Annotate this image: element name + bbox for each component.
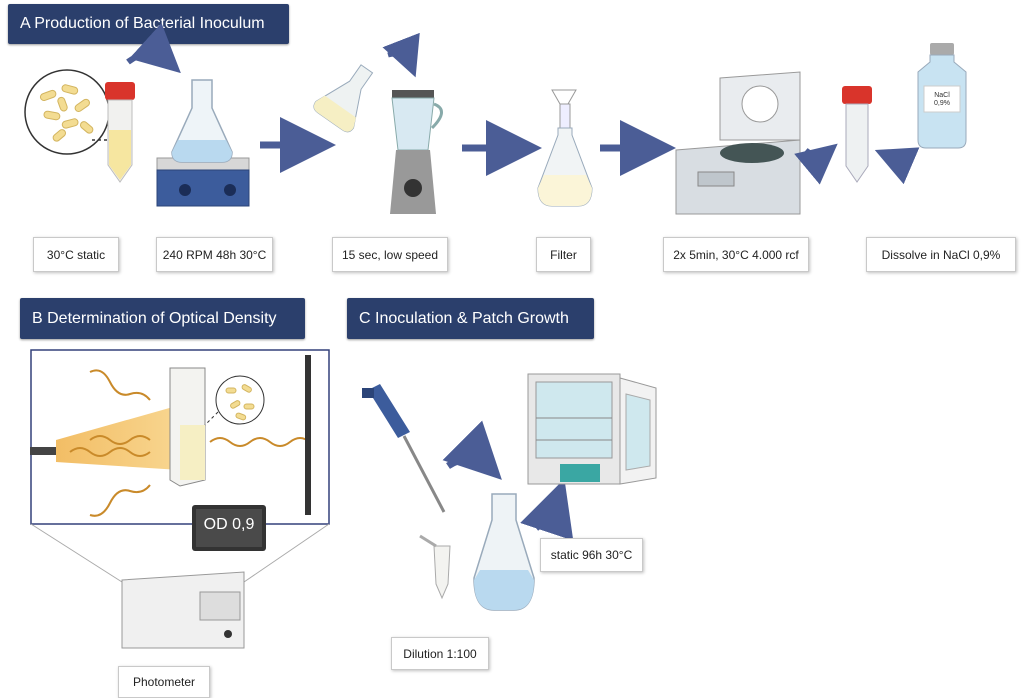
falcon-tube-icon (105, 82, 135, 183)
step-label-shaking: 240 RPM 48h 30°C (156, 237, 273, 272)
nacl-bottle-label: NaCl 0,9% (934, 92, 950, 107)
section-b-header: B Determination of Optical Density (20, 298, 305, 339)
dilution-label: Dilution 1:100 (391, 637, 489, 670)
cuvette-icon (169, 367, 206, 487)
photometer-label: Photometer (118, 666, 210, 698)
filter-flask-icon (537, 89, 593, 207)
culture-flask-icon (473, 493, 535, 611)
centrifuge-icon (675, 71, 801, 215)
incubation-label: static 96h 30°C (540, 538, 643, 572)
detector-icon (305, 355, 311, 515)
step-label-dissolve: Dissolve in NaCl 0,9% (866, 237, 1016, 272)
blender-icon (390, 90, 443, 214)
od-display-value: OD 0,9 (203, 516, 255, 533)
step-label-centrifuge: 2x 5min, 30°C 4.000 rcf (663, 237, 809, 272)
bacteria-magnifier-icon (24, 69, 110, 155)
pipette-icon (362, 384, 446, 513)
incubator-icon (527, 373, 657, 485)
photometer-icon (121, 571, 245, 649)
light-source-icon (30, 447, 56, 455)
magnetic-stirrer-icon (156, 79, 250, 207)
bacteria-magnifier-small-icon (215, 375, 265, 425)
step-label-filter: Filter (536, 237, 591, 272)
eppendorf-tube-icon (419, 534, 451, 600)
section-c-header: C Inoculation & Patch Growth (347, 298, 594, 339)
pouring-flask-icon (313, 64, 374, 133)
sample-tube-icon (842, 86, 872, 183)
step-label-static-30c: 30°C static (33, 237, 119, 272)
step-label-blending: 15 sec, low speed (332, 237, 448, 272)
nacl-bottle-icon (917, 43, 967, 149)
